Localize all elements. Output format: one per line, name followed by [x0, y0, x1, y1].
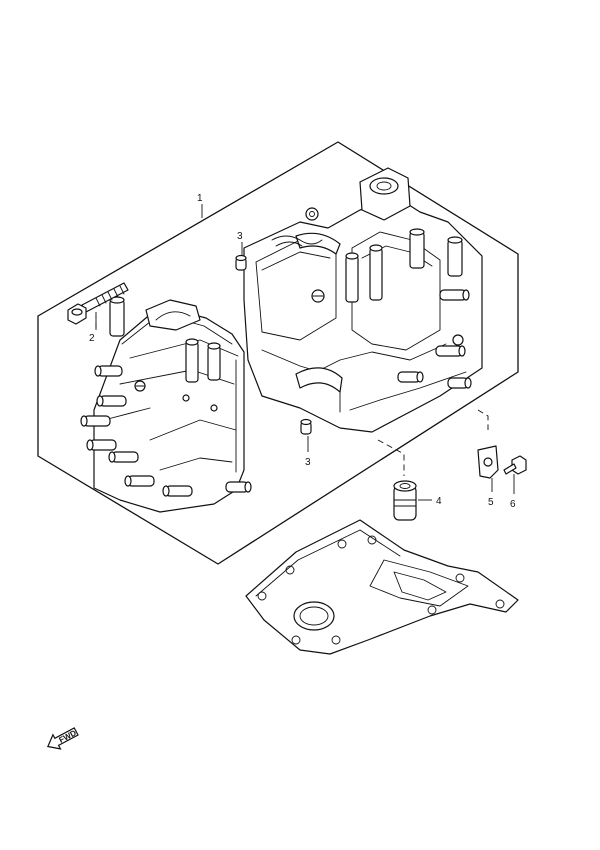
part-3-dowel-pin-top — [235, 254, 247, 271]
part-4-fitting — [393, 480, 417, 521]
center-line — [477, 409, 489, 430]
part-3-dowel-pin-bottom — [300, 418, 312, 435]
part-5-clamp — [477, 445, 499, 479]
callout-1: 1 — [197, 193, 203, 204]
callout-2: 2 — [89, 333, 95, 344]
crankcase-half-right — [243, 167, 483, 433]
callout-5: 5 — [488, 497, 494, 508]
callout-4: 4 — [436, 496, 442, 507]
callout-3-bottom: 3 — [305, 457, 311, 468]
crankcase-half-left — [80, 296, 252, 513]
part-6-bolt — [503, 455, 527, 475]
assembly-boundary — [37, 141, 519, 565]
fwd-arrow-icon: FWD — [47, 727, 79, 750]
cylinder-gasket — [245, 519, 519, 655]
callout-3-top: 3 — [237, 231, 243, 242]
center-line — [377, 439, 405, 476]
part-2-bolt — [67, 282, 129, 325]
callout-6: 6 — [510, 499, 516, 510]
